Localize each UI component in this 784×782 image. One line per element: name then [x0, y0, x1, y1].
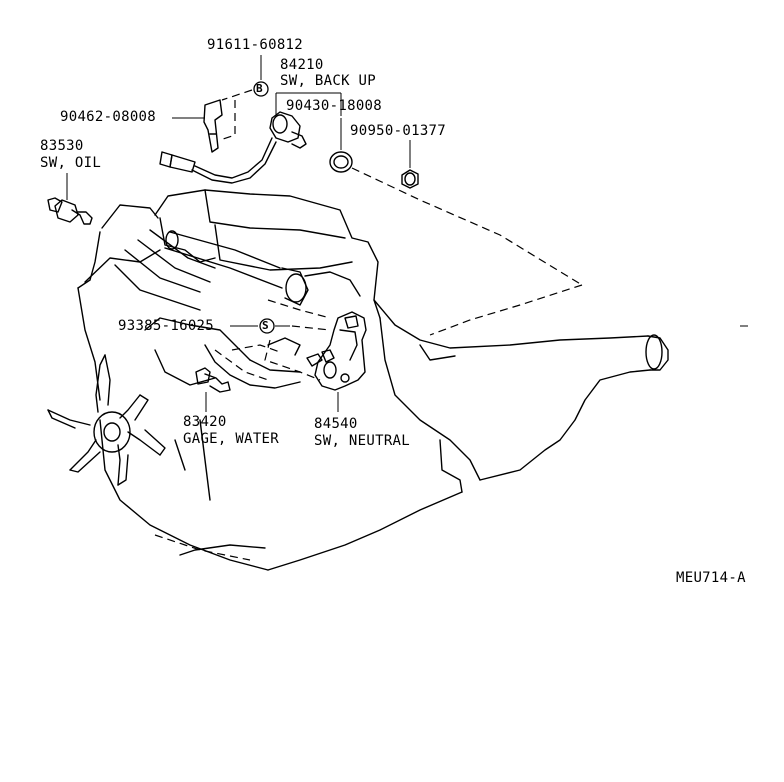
- part-number-84540: 84540: [314, 416, 358, 432]
- part-number-83420: 83420: [183, 414, 227, 430]
- bolt-part: [306, 353, 323, 367]
- plug-part: [401, 169, 419, 189]
- part-number-91611: 91611-60812: [207, 37, 304, 53]
- bracket-clamp-part: [203, 99, 223, 153]
- part-name-water-gage: GAGE, WATER: [183, 431, 280, 447]
- cooling-fan: [47, 354, 166, 486]
- part-number-84210: 84210: [280, 57, 324, 73]
- part-number-90430: 90430-18008: [286, 98, 383, 114]
- water-gage-part: [195, 367, 231, 393]
- part-number-93385: 93385-16025: [118, 318, 215, 334]
- leader-lines: [66, 55, 748, 412]
- part-name-neutral-switch: SW, NEUTRAL: [314, 433, 411, 449]
- neutral-switch-part: [314, 311, 367, 391]
- symbol-b-letter: B: [256, 82, 263, 95]
- oil-switch-part: [47, 197, 93, 225]
- dashed-relation-lines: [214, 89, 583, 381]
- symbol-circles: [253, 81, 275, 334]
- back-up-switch-part: [159, 111, 307, 184]
- part-name-back-up-switch: SW, BACK UP: [280, 73, 377, 89]
- engine-block: [77, 189, 669, 571]
- symbol-s-letter: S: [262, 319, 269, 332]
- part-number-90950: 90950-01377: [350, 123, 447, 139]
- part-number-90462: 90462-08008: [60, 109, 157, 125]
- gasket-part: [329, 151, 353, 173]
- diagram-id: MEU714-A: [676, 570, 746, 586]
- part-name-oil-switch: SW, OIL: [40, 155, 102, 171]
- part-number-83530: 83530: [40, 138, 84, 154]
